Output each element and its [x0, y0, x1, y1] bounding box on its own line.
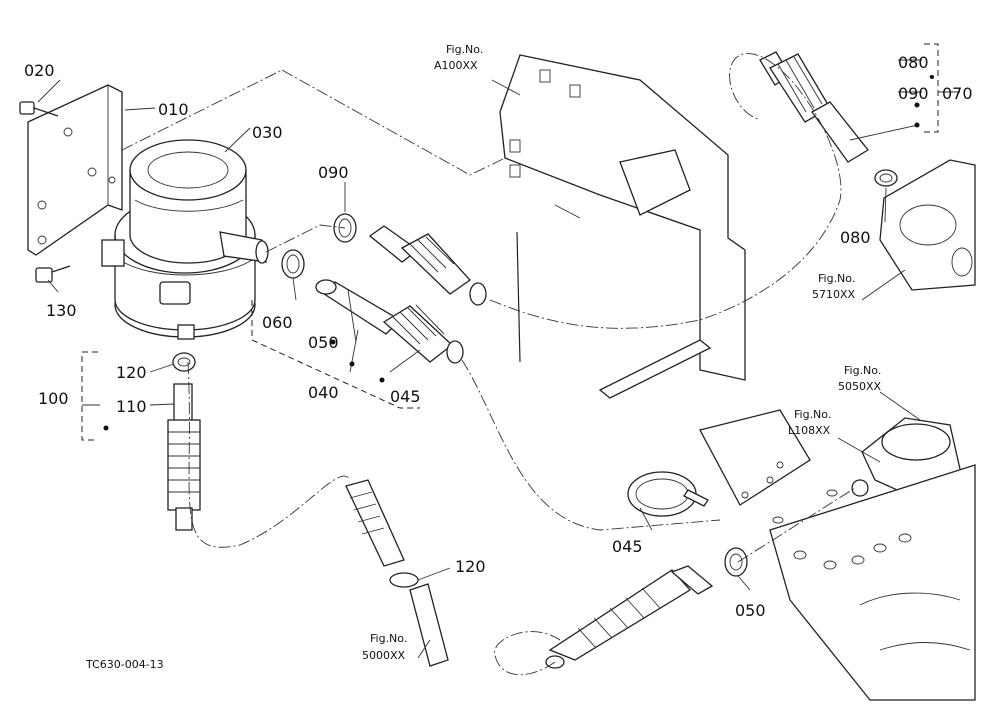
- centerline-2: [461, 359, 721, 531]
- hose-upper: [368, 225, 487, 306]
- part-label-050-lower: 050: [735, 601, 766, 620]
- engine-base: [769, 464, 976, 701]
- frame-panel: [499, 54, 811, 506]
- centerline-4: [494, 631, 561, 676]
- bolt-020: [19, 101, 59, 117]
- part-label-010: 010: [158, 100, 189, 119]
- fig-ref-a100-label: Fig.No.: [446, 43, 483, 56]
- part-label-090-top: 090: [898, 84, 929, 103]
- fig-ref-5000-label: Fig.No.: [370, 632, 407, 645]
- rod: [516, 231, 521, 363]
- part-label-110: 110: [116, 397, 147, 416]
- centerline-6: [265, 224, 346, 253]
- part-label-030: 030: [252, 123, 283, 142]
- clamp-120-lower: [389, 572, 419, 588]
- part-label-045-lower: 045: [612, 537, 643, 556]
- centerline-1: [187, 361, 351, 548]
- hose-045-bellows: [382, 304, 464, 364]
- group-bracket-040: [251, 300, 420, 409]
- part-label-120-lower: 120: [455, 557, 486, 576]
- housing-5710: [879, 159, 976, 291]
- part-label-120-upper: 120: [116, 363, 147, 382]
- leader-lines: [37, 59, 960, 659]
- hose-110: [167, 383, 201, 531]
- centerline-3: [489, 53, 842, 329]
- part-label-045-middle: 045: [390, 387, 421, 406]
- fig-ref-l108-code: L108XX: [788, 424, 831, 437]
- fig-ref-5050-label: Fig.No.: [844, 364, 881, 377]
- hose-lower-right: [545, 565, 714, 669]
- fig-ref-5000-code: 5000XX: [362, 649, 406, 662]
- clamp-050-lower: [724, 547, 748, 577]
- part-label-080-top: 080: [898, 53, 929, 72]
- fig-ref-l108-label: Fig.No.: [794, 408, 831, 421]
- reference-dots: [103, 75, 934, 431]
- centerline-5: [737, 487, 856, 563]
- clamp-060: [281, 249, 305, 279]
- hose-upper-right: [759, 51, 869, 163]
- clamp-120-upper: [172, 352, 196, 372]
- group-bracket-100: [81, 351, 98, 441]
- centerline-8: [121, 69, 283, 151]
- hose-bellows-lower: [345, 479, 449, 667]
- part-label-050-middle: 050: [308, 333, 339, 352]
- fig-ref-5710-label: Fig.No.: [818, 272, 855, 285]
- part-label-070: 070: [942, 84, 973, 103]
- part-label-040: 040: [308, 383, 339, 402]
- part-label-060: 060: [262, 313, 293, 332]
- fig-ref-5710-code: 5710XX: [812, 288, 856, 301]
- clamp-080-right: [874, 169, 898, 187]
- part-label-130: 130: [46, 301, 77, 320]
- bolt-130: [35, 265, 71, 283]
- part-label-100: 100: [38, 389, 69, 408]
- fig-ref-a100-code: A100XX: [434, 59, 478, 72]
- part-label-020: 020: [24, 61, 55, 80]
- part-label-090-middle: 090: [318, 163, 349, 182]
- drawing-id: TC630-004-13: [85, 658, 164, 671]
- bracket-plate: [27, 84, 123, 256]
- fig-ref-5050-code: 5050XX: [838, 380, 882, 393]
- part-label-080-right: 080: [840, 228, 871, 247]
- centerline-7: [281, 69, 506, 176]
- clamp-045-band: [627, 471, 709, 517]
- part-label-dot-separator: ·: [928, 67, 933, 86]
- hose-040: [315, 279, 402, 335]
- air-cleaner-body: [101, 139, 269, 340]
